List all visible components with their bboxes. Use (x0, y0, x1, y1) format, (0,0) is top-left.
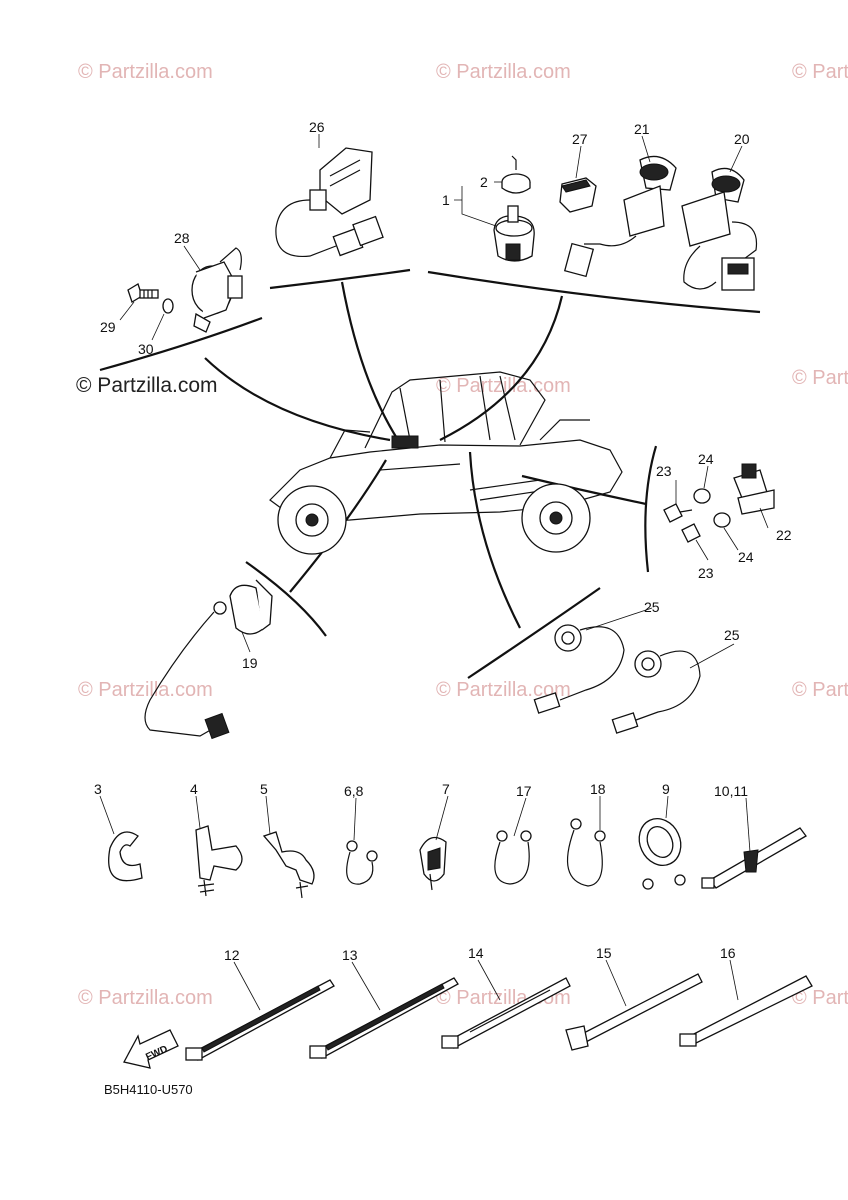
roll-cage-bars (399, 375, 516, 443)
callout-23: 23 (656, 463, 672, 479)
part-20-switch (681, 167, 758, 291)
leader-22 (521, 474, 647, 506)
callout-30: 30 (138, 341, 154, 357)
dash-switches (391, 435, 419, 449)
part-26-switch-harness (275, 147, 384, 258)
callout-10-11: 10,11 (714, 783, 748, 799)
callout-21: 21 (634, 121, 650, 137)
roll-cage (364, 371, 546, 449)
callout-4: 4 (190, 781, 198, 797)
part-25-harness (533, 624, 625, 714)
callout-18: 18 (590, 781, 606, 797)
part-13-cable-tie (309, 977, 459, 1059)
callout-leaders (99, 134, 769, 1011)
part-18-clip (566, 818, 606, 887)
callout-16: 16 (720, 945, 736, 961)
watermark: © Partzilla.com (792, 679, 848, 701)
callout-23: 23 (698, 565, 714, 581)
callout-1: 1 (442, 192, 450, 208)
watermark: © Partzilla.com (436, 61, 571, 83)
part-19-socket (144, 579, 273, 740)
watermark: © Partzilla.com (792, 367, 848, 389)
part-30-washer (162, 298, 174, 314)
callout-24: 24 (738, 549, 754, 565)
bracket-19 (245, 561, 327, 637)
part-23-bolt (681, 523, 701, 543)
vehicle-illustration (269, 371, 623, 555)
callout-labels: 26 2 1 27 21 20 28 29 30 22 23 24 23 24 … (94, 119, 792, 963)
callout-24: 24 (698, 451, 714, 467)
callout-3: 3 (94, 781, 102, 797)
callout-5: 5 (260, 781, 268, 797)
callout-20: 20 (734, 131, 750, 147)
part-28-sensor (191, 247, 243, 333)
part-4-clamp (195, 825, 243, 897)
watermark: © Partzilla.com (436, 679, 571, 701)
callout-17: 17 (516, 783, 532, 799)
part-3-clip (108, 831, 143, 882)
callout-22: 22 (776, 527, 792, 543)
part-14-cable-tie (441, 977, 571, 1049)
callout-14: 14 (468, 945, 484, 961)
leader-1 (439, 295, 564, 441)
callout-6-8: 6,8 (344, 783, 364, 799)
callout-29: 29 (100, 319, 116, 335)
part-24-washer (713, 512, 731, 528)
callout-2: 2 (480, 174, 488, 190)
callout-27: 27 (572, 131, 588, 147)
part-17-clip (494, 830, 532, 885)
leader-28 (204, 357, 391, 442)
vehicle-frame (329, 419, 590, 459)
bracket-25 (467, 587, 601, 679)
bracket-26 (269, 268, 411, 290)
part-9-band (638, 818, 686, 890)
part-25-harness (611, 650, 701, 734)
callout-28: 28 (174, 230, 190, 246)
callout-25: 25 (644, 599, 660, 615)
part-1-main-switch (493, 205, 535, 262)
callout-12: 12 (224, 947, 240, 963)
bracket-22 (644, 445, 658, 573)
watermark: © Partzilla.com (792, 987, 848, 1009)
diagram-code: B5H4110-U570 (104, 1082, 193, 1097)
watermark: © Partzilla.com (792, 61, 848, 83)
part-21-switch (563, 155, 677, 278)
part-24-washer (693, 488, 711, 504)
part-29-bolt (127, 283, 159, 303)
part-7-clamp (419, 836, 447, 891)
watermark: © Partzilla.com (78, 679, 213, 701)
callout-19: 19 (242, 655, 258, 671)
watermark: © Partzilla.com (436, 375, 571, 397)
callout-25: 25 (724, 627, 740, 643)
part-12-cable-tie (185, 979, 335, 1061)
part-22-sensor (733, 463, 775, 515)
part-6-8-clip (346, 840, 378, 885)
bracket-1-27 (427, 270, 761, 314)
callout-26: 26 (309, 119, 325, 135)
watermark: © Partzilla.com (78, 987, 213, 1009)
watermark: © Partzilla.com (78, 61, 213, 83)
part-15-cable-tie (565, 973, 703, 1051)
part-16-cable-tie (679, 975, 813, 1047)
callout-15: 15 (596, 945, 612, 961)
callout-9: 9 (662, 781, 670, 797)
part-23-bolt (663, 503, 693, 523)
callout-7: 7 (442, 781, 450, 797)
leader-25 (468, 451, 521, 629)
bracket-28 (99, 316, 263, 372)
part-5-clamp (262, 831, 315, 899)
leader-26 (340, 281, 399, 441)
watermarks: © Partzilla.com © Partzilla.com © Partzi… (76, 61, 848, 1009)
vehicle-body (269, 439, 623, 523)
part-27-connector (559, 177, 597, 213)
part-10-11-tie-with-clip (701, 827, 807, 889)
part-2-cap (501, 155, 531, 194)
watermark-featured: © Partzilla.com (76, 374, 218, 397)
callout-13: 13 (342, 947, 358, 963)
fwd-arrow-icon: FWD (123, 1029, 179, 1069)
